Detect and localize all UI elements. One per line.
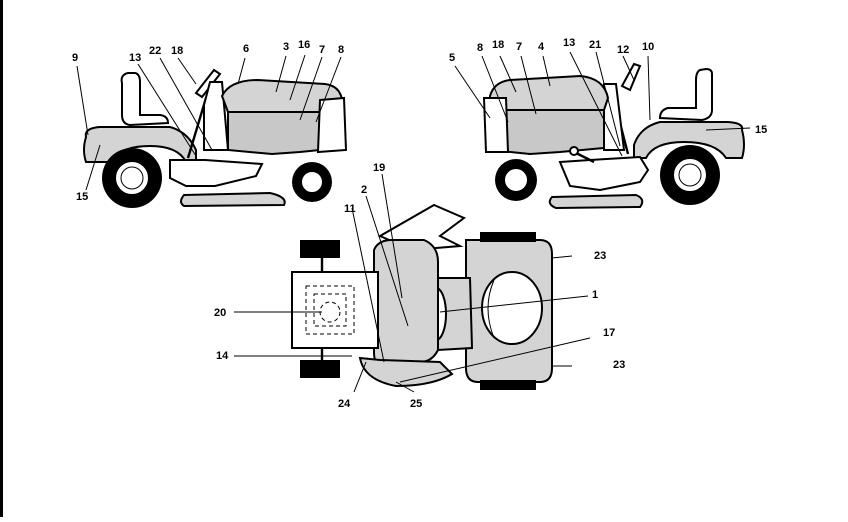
top-frame	[373, 239, 439, 363]
right-grille	[482, 97, 510, 153]
left-leader-lines	[76, 54, 342, 191]
callout-20: 20	[214, 307, 226, 319]
callout-13-left: 13	[129, 52, 141, 64]
left-seat	[120, 72, 170, 127]
top-leader-lines	[234, 173, 591, 393]
callout-7-right: 7	[516, 41, 522, 53]
callout-10: 10	[642, 41, 654, 53]
callout-3: 3	[283, 41, 289, 53]
callout-8-left: 8	[338, 44, 344, 56]
callout-8-right: 8	[477, 42, 483, 54]
callout-13-right: 13	[563, 37, 575, 49]
callout-22: 22	[149, 45, 161, 57]
callout-1: 1	[592, 289, 598, 301]
callout-23-upper: 23	[594, 250, 606, 262]
page-edge	[0, 0, 3, 517]
callout-12: 12	[617, 44, 629, 56]
left-front-wheel	[292, 162, 332, 202]
top-seat	[481, 271, 543, 345]
left-dash-tower	[203, 81, 230, 151]
top-rear-tire-lower	[480, 380, 536, 390]
right-leader-lines	[454, 51, 751, 157]
left-frame	[169, 159, 264, 187]
callout-5: 5	[449, 52, 455, 64]
right-front-wheel	[495, 159, 537, 201]
callout-7-left: 7	[319, 44, 325, 56]
left-rear-wheel	[102, 148, 162, 208]
tractor-right-side-view	[454, 51, 751, 210]
callout-23-lower: 23	[613, 359, 625, 371]
callout-21: 21	[589, 39, 601, 51]
callout-11: 11	[344, 203, 356, 215]
left-mower-deck	[180, 191, 286, 208]
right-mower-deck	[548, 193, 644, 210]
callout-labels: 9 13 22 18 6 3 16 7 8 15 5 8 18 7 4 13 2…	[72, 37, 767, 410]
callout-18-left: 18	[171, 45, 183, 57]
callout-9-left: 9	[72, 52, 78, 64]
right-steering-wheel	[620, 62, 642, 92]
callout-15-right: 15	[755, 124, 767, 136]
callout-4: 4	[538, 41, 545, 53]
right-rear-fender	[633, 121, 745, 159]
top-hood	[291, 271, 379, 349]
callout-15-left: 15	[76, 191, 88, 203]
left-steering-wheel	[194, 68, 222, 99]
left-rear-fender	[83, 126, 197, 163]
right-seat	[658, 67, 713, 122]
callout-18-right: 18	[492, 39, 504, 51]
top-front-tire-upper	[300, 240, 340, 258]
callout-6: 6	[243, 43, 249, 55]
right-rear-wheel	[660, 145, 720, 205]
callout-19: 19	[373, 162, 385, 174]
callout-25: 25	[410, 398, 422, 410]
callout-2: 2	[361, 184, 367, 196]
callout-14: 14	[216, 350, 229, 362]
top-decal-area	[305, 285, 355, 335]
left-grille	[316, 96, 348, 154]
tractor-left-side-view	[76, 54, 348, 208]
tractor-top-view	[234, 173, 591, 393]
top-front-tire-lower	[300, 360, 340, 378]
callout-16-left: 16	[298, 39, 310, 51]
top-rear-tire-upper	[480, 232, 536, 242]
top-deck-front	[358, 356, 454, 388]
callout-24: 24	[338, 398, 351, 410]
right-frame	[558, 155, 650, 192]
callout-17: 17	[603, 327, 615, 339]
